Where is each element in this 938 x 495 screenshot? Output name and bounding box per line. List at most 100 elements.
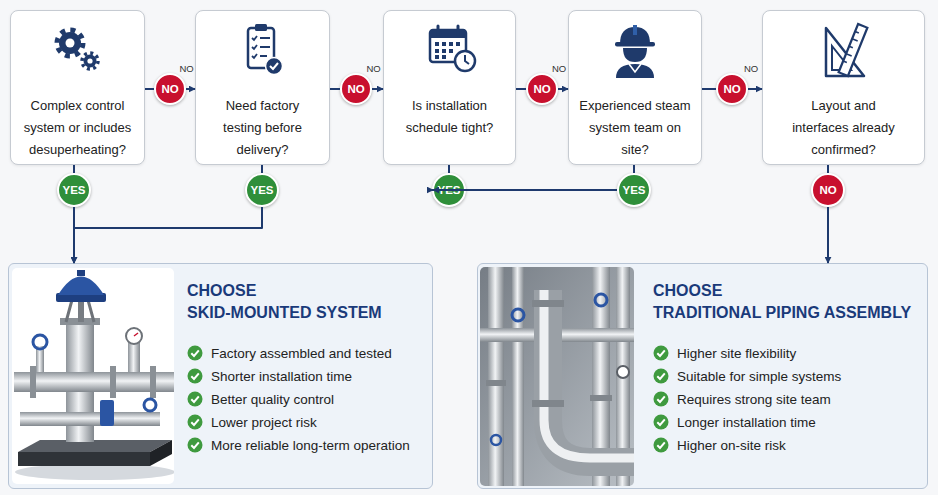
no-circle: NO — [811, 173, 845, 207]
decision-box: Need factory testing before delivery? — [195, 10, 330, 165]
check-circle — [654, 415, 669, 430]
answer-text: YES — [622, 184, 645, 196]
connector — [432, 189, 433, 191]
bullet-text: Higher site flexibility — [677, 346, 796, 361]
no-circle: NO — [716, 73, 748, 105]
answer-text: NO — [819, 184, 836, 196]
decision-box: Layout and interfaces already confirmed? — [762, 10, 925, 165]
connector — [372, 88, 383, 90]
connector — [827, 207, 829, 263]
bullet-text: Lower project risk — [211, 415, 317, 430]
check-mark — [191, 350, 199, 356]
check-circle — [188, 438, 203, 453]
check-icon — [187, 345, 203, 361]
yes-circle: YES — [617, 173, 651, 207]
check-mark — [191, 396, 199, 402]
connector — [73, 165, 75, 173]
question-text: Complex control system or includes desup… — [19, 95, 137, 161]
connector — [633, 165, 635, 173]
connector — [261, 165, 263, 173]
check-icon — [653, 414, 669, 430]
edge-label: NO — [180, 63, 194, 74]
check-circle — [188, 369, 203, 384]
check-icon — [653, 345, 669, 361]
connector — [516, 88, 526, 90]
question-text: Layout and interfaces already confirmed? — [788, 95, 900, 161]
bullet-text: Suitable for simple systems — [677, 369, 841, 384]
connector — [558, 88, 568, 90]
check-icon — [653, 437, 669, 453]
answer-text: YES — [62, 184, 85, 196]
check-circle — [654, 392, 669, 407]
connector — [448, 165, 450, 173]
panel-heading: CHOOSE TRADITIONAL PIPING ASSEMBLY — [653, 280, 911, 324]
check-icon — [187, 368, 203, 384]
check-mark — [657, 419, 665, 425]
check-circle — [188, 346, 203, 361]
bullet-row: Suitable for simple systems — [653, 365, 841, 387]
question-text: Need factory testing before delivery? — [213, 95, 313, 161]
edge-label: NO — [744, 63, 758, 74]
bullet-text: More reliable long-term operation — [211, 438, 410, 453]
connector — [433, 189, 617, 191]
bullet-text: Higher on-site risk — [677, 438, 786, 453]
check-mark — [191, 373, 199, 379]
connector — [145, 88, 154, 90]
answer-text: YES — [250, 184, 273, 196]
result-panel: CHOOSE TRADITIONAL PIPING ASSEMBLY Higher… — [477, 263, 928, 489]
bullet-row: Lower project risk — [187, 411, 317, 433]
connector — [186, 88, 195, 90]
connector — [330, 88, 340, 90]
bullet-text: Requires strong site team — [677, 392, 831, 407]
check-mark — [657, 373, 665, 379]
yes-circle: YES — [245, 173, 279, 207]
decision-box: Is installation schedule tight? — [383, 10, 516, 165]
bullet-row: Requires strong site team — [653, 388, 831, 410]
check-circle — [654, 438, 669, 453]
check-icon — [653, 368, 669, 384]
check-mark — [191, 419, 199, 425]
check-icon — [653, 391, 669, 407]
answer-text: NO — [723, 83, 740, 95]
connector — [74, 207, 262, 263]
check-circle — [188, 392, 203, 407]
bullet-row: Higher on-site risk — [653, 434, 786, 456]
bullet-text: Shorter installation time — [211, 369, 352, 384]
bullet-text: Better quality control — [211, 392, 334, 407]
connector — [748, 88, 762, 90]
edge-label: NO — [367, 63, 381, 74]
bullet-row: Better quality control — [187, 388, 334, 410]
bullet-row: Factory assembled and tested — [187, 342, 392, 364]
question-text: Is installation schedule tight? — [405, 95, 495, 139]
check-mark — [657, 350, 665, 356]
check-mark — [657, 396, 665, 402]
bullet-text: Factory assembled and tested — [211, 346, 392, 361]
result-panel: CHOOSE SKID-MOUNTED SYSTEM Factory assemb… — [8, 263, 433, 489]
check-icon — [187, 391, 203, 407]
answer-text: NO — [161, 83, 178, 95]
no-circle: NO — [340, 73, 372, 105]
decision-box: Experienced steam system team on site? — [568, 10, 702, 165]
answer-text: NO — [533, 83, 550, 95]
panel-heading: CHOOSE SKID-MOUNTED SYSTEM — [187, 280, 382, 324]
check-circle — [654, 346, 669, 361]
decision-box: Complex control system or includes desup… — [10, 10, 145, 165]
bullet-row: Shorter installation time — [187, 365, 352, 387]
no-circle: NO — [154, 73, 186, 105]
check-circle — [188, 415, 203, 430]
check-icon — [187, 437, 203, 453]
no-circle: NO — [526, 73, 558, 105]
bullet-text: Longer installation time — [677, 415, 816, 430]
connector — [702, 88, 716, 90]
edge-label: NO — [552, 63, 566, 74]
connector — [827, 165, 829, 173]
bullet-row: More reliable long-term operation — [187, 434, 410, 456]
bullet-row: Higher site flexibility — [653, 342, 796, 364]
answer-text: NO — [347, 83, 364, 95]
check-mark — [191, 442, 199, 448]
bullet-row: Longer installation time — [653, 411, 816, 433]
check-mark — [657, 442, 665, 448]
check-circle — [654, 369, 669, 384]
